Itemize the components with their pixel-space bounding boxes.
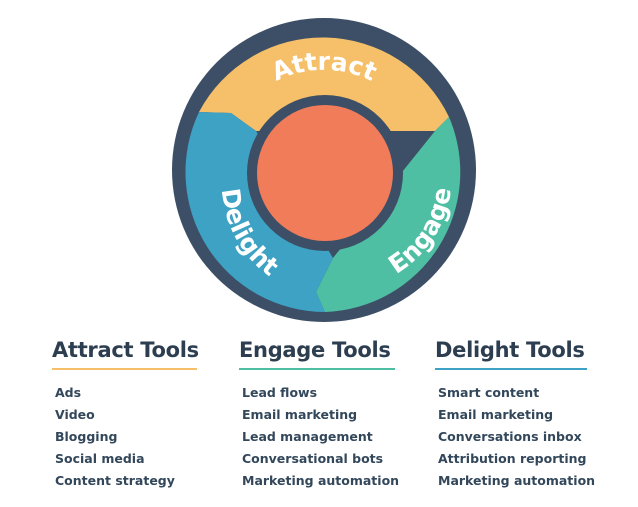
flywheel-diagram: Attract Engage Delight <box>172 18 476 322</box>
list-item: Blogging <box>55 429 118 444</box>
column-underline <box>435 368 587 370</box>
column-underline <box>52 368 197 370</box>
list-item: Ads <box>55 385 82 400</box>
attract-tools-column: Attract Tools Ads Video Blogging Social … <box>52 338 202 492</box>
attract-segment <box>199 37 449 131</box>
list-item: Conversational bots <box>242 451 384 466</box>
list-item: Attribution reporting <box>438 451 587 466</box>
list-item: Email marketing <box>242 407 358 422</box>
tool-list: Ads Video Blogging Social media Content … <box>52 382 202 492</box>
list-item: Social media <box>55 451 145 466</box>
list-item: Content strategy <box>55 473 175 488</box>
column-title: Delight Tools <box>435 338 585 362</box>
engage-tools-column: Engage Tools Lead flows Email marketing … <box>239 338 409 492</box>
delight-tools-column: Delight Tools Smart content Email market… <box>435 338 605 492</box>
column-title: Engage Tools <box>239 338 391 362</box>
list-item: Marketing automation <box>242 473 400 488</box>
list-item: Email marketing <box>438 407 554 422</box>
tool-list: Smart content Email marketing Conversati… <box>435 382 605 492</box>
column-title: Attract Tools <box>52 338 199 362</box>
tool-list: Lead flows Email marketing Lead manageme… <box>239 382 409 492</box>
list-item: Smart content <box>438 385 540 400</box>
list-item: Video <box>55 407 95 422</box>
list-item: Marketing automation <box>438 473 596 488</box>
list-item: Lead management <box>242 429 373 444</box>
column-underline <box>239 368 395 370</box>
hub-circle <box>257 105 393 241</box>
list-item: Conversations inbox <box>438 429 582 444</box>
list-item: Lead flows <box>242 385 318 400</box>
